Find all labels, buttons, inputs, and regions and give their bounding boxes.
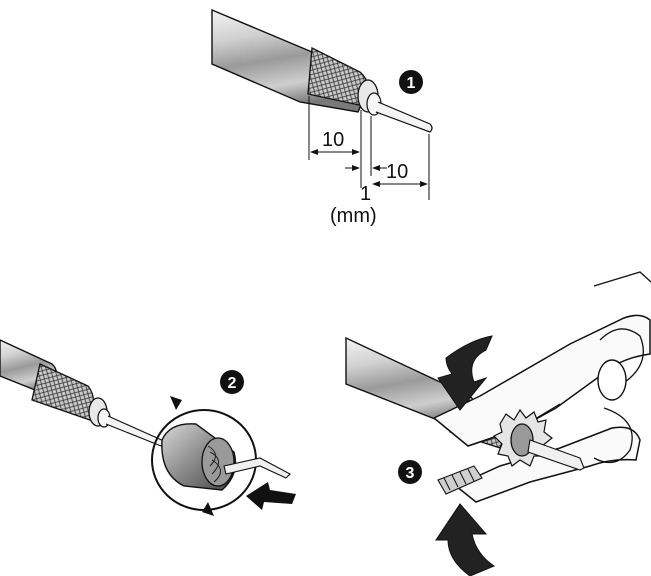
- svg-text:1: 1: [407, 75, 416, 92]
- step-1-badge: 1: [399, 70, 423, 94]
- press-arrow-up: [435, 503, 496, 576]
- dim-label-gap: 1: [360, 183, 371, 205]
- center-conductor: [105, 415, 167, 449]
- pliers-pivot: [597, 359, 627, 401]
- step-1-strip-cable: 10 10 1 (mm) 1: [211, 8, 433, 227]
- svg-text:2: 2: [228, 375, 237, 392]
- rotate-arrow-head-top: [170, 396, 182, 410]
- pliers-spring: [593, 407, 633, 464]
- cable-braid: [31, 363, 95, 421]
- connector-end: [510, 423, 534, 457]
- connector-thread: [201, 437, 235, 487]
- step-2-badge: 2: [220, 370, 244, 394]
- svg-text:3: 3: [406, 465, 415, 482]
- press-arrow-down: [437, 335, 493, 411]
- connector-thread-lines: [207, 445, 221, 483]
- dim-label-unit: (mm): [330, 205, 377, 227]
- step-3-badge: 3: [398, 460, 422, 484]
- pliers-grip-ridges: [443, 468, 475, 491]
- pliers-lower-jaw: [454, 426, 641, 503]
- push-arrow: [246, 482, 296, 510]
- step-3-crimp-connector: 3: [345, 271, 651, 576]
- dim-label-strip-b: 10: [386, 161, 408, 183]
- center-conductor: [375, 101, 433, 133]
- center-pin: [223, 457, 291, 479]
- step-2-attach-connector: 2: [0, 339, 296, 516]
- center-pin: [527, 439, 585, 471]
- dim-label-strip-a: 10: [322, 129, 344, 151]
- rotate-arrow-head-bottom: [202, 502, 214, 516]
